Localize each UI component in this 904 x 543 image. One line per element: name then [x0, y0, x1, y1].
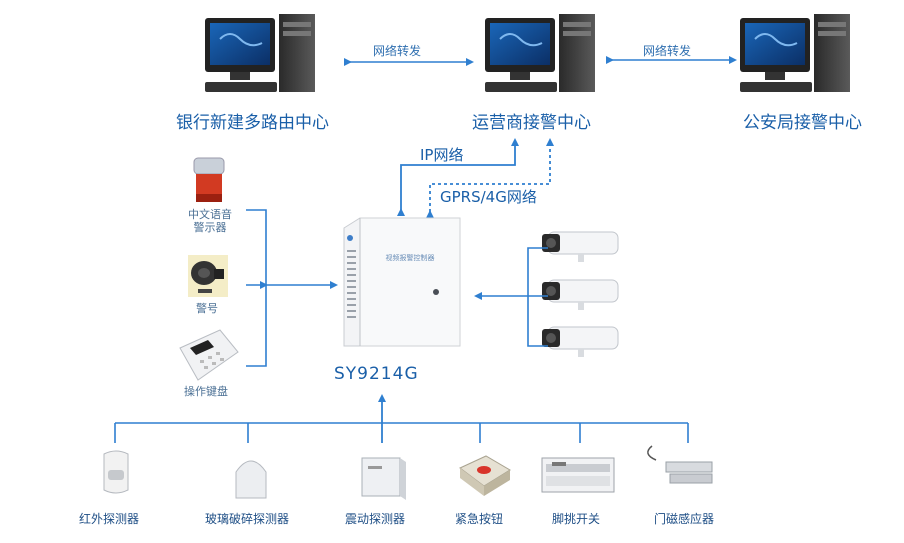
door-magnetic-sensor-icon — [647, 445, 713, 484]
operator-computer-icon — [485, 14, 595, 92]
infrared-detector-icon — [103, 450, 129, 494]
glass-break-detector-icon — [235, 460, 267, 499]
keypad-label: 操作键盘 — [184, 385, 228, 398]
emergency-button-icon — [459, 455, 511, 496]
bottom-bus-drops — [114, 423, 689, 443]
sensor-label-infrared: 红外探测器 — [79, 512, 140, 526]
controller-box-icon — [343, 217, 461, 347]
net-forward-label-right: 网络转发 — [643, 44, 692, 58]
gprs-network-label: GPRS/4G网络 — [440, 188, 537, 206]
vibration-detector-icon — [361, 457, 406, 500]
sensor-label-glass-break: 玻璃破碎探测器 — [205, 512, 290, 526]
sensor-label-door-magnetic: 门磁感应器 — [654, 512, 715, 526]
voice-siren-label: 中文语音 警示器 — [178, 208, 242, 234]
police-computer-icon — [740, 14, 850, 92]
foot-switch-icon — [541, 457, 615, 493]
bank-center-label: 银行新建多路由中心 — [176, 113, 329, 133]
police-center-label: 公安局接警中心 — [743, 113, 862, 133]
voice-siren-label-line1: 中文语音 — [188, 208, 232, 221]
voice-siren-label-line2: 警示器 — [193, 221, 227, 234]
camera-icon — [542, 279, 619, 310]
camera-icon — [542, 231, 619, 262]
sensor-label-emergency-button: 紧急按钮 — [455, 512, 504, 526]
sensor-label-vibration: 震动探测器 — [345, 512, 406, 526]
left-devices-bracket — [246, 209, 267, 367]
horn-label: 警号 — [196, 302, 218, 315]
gprs-network-line — [426, 138, 554, 218]
operator-center-label: 运营商接警中心 — [472, 113, 591, 133]
ip-network-label: IP网络 — [420, 146, 464, 164]
sensor-label-foot-switch: 脚挑开关 — [552, 512, 601, 526]
camera-icon — [542, 326, 619, 357]
keypad-icon — [179, 329, 239, 381]
bank-computer-icon — [205, 14, 315, 92]
voice-siren-icon — [193, 157, 225, 202]
camera-bracket — [527, 247, 548, 347]
horn-icon — [188, 255, 228, 297]
controller-panel-text: 视频报警控制器 — [386, 253, 435, 262]
controller-model-label: SY9214G — [334, 364, 419, 384]
net-forward-label-left: 网络转发 — [373, 44, 422, 58]
